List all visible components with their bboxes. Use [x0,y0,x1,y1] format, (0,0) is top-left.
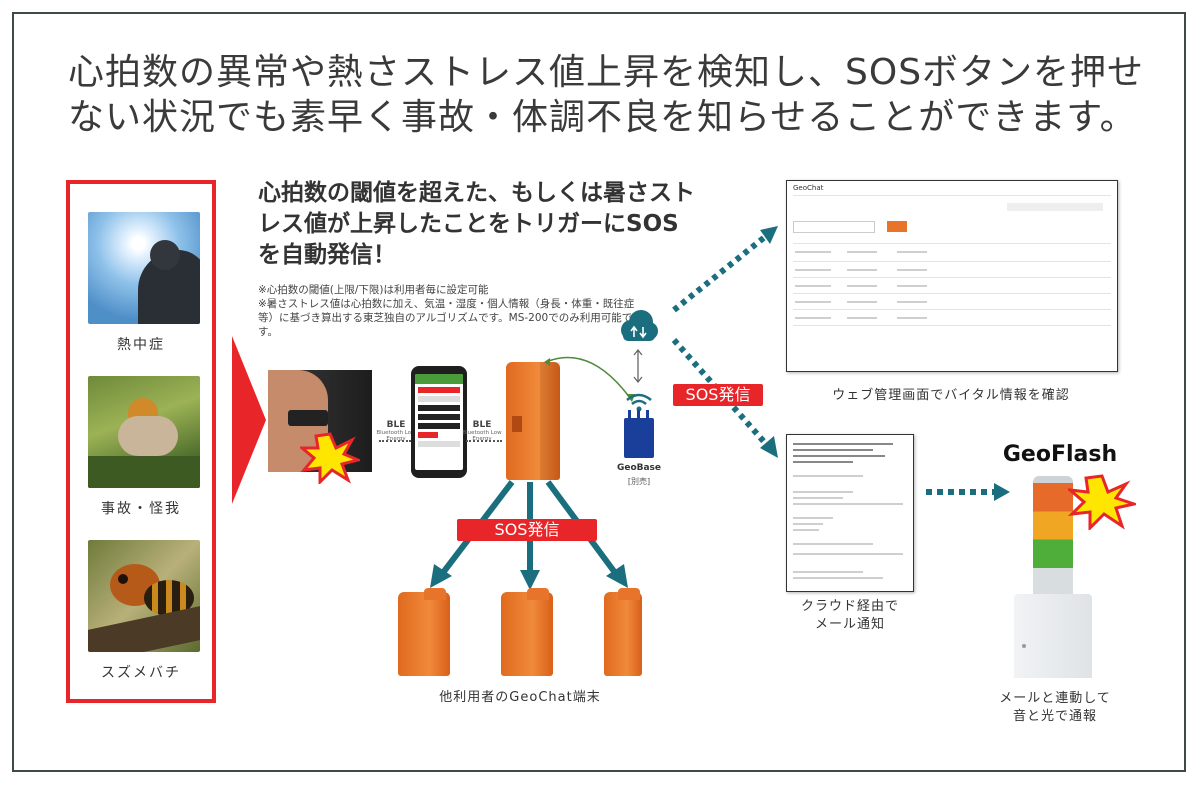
dotted-arrow-to-geoflash-icon [926,483,1010,501]
mail-caption-line: クラウド経由で [800,599,899,614]
heatstroke-photo [88,212,200,324]
alert-burst-icon [1068,474,1136,530]
hornet-photo [88,540,200,652]
geochat-terminal-main [506,362,560,480]
dotted-arrow-to-mail-icon [671,338,778,458]
geoflash-title: GeoFlash [1002,442,1118,467]
geoflash-signal-tower [1033,476,1073,594]
hazard-label: 事故・怪我 [101,501,181,517]
smartphone [411,366,467,478]
ble-subtext: Bluetooth Low Energy [462,430,502,442]
web-app-name: GeoChat [793,184,824,192]
web-header-block [1007,203,1103,211]
sos-badge-cloud: SOS発信 [673,384,763,406]
geobase-sublabel: [別売] [627,477,651,486]
mail-caption-line: メール通知 [814,617,885,632]
ble-dotted-line-icon [379,440,411,442]
dotted-arrow-to-web-icon [672,226,778,313]
red-triangle-arrow-icon [232,336,266,504]
notes: ※心拍数の閾値(上限/下限)は利用者毎に設定可能 ※暑さストレス値は心拍数に加え… [258,283,638,339]
geoflash-caption-line: 音と光で通報 [1012,709,1097,724]
ble-dotted-line-icon [466,440,502,442]
geobase-device [624,410,654,458]
other-terminals-caption: 他利用者のGeoChat端末 [439,690,601,705]
note-line: ※暑さストレス値は心拍数に加え、気温・湿度・個人情報（身長・体重・既往症等）に基… [258,298,635,338]
updown-arrow-icon [633,348,643,384]
cloud-icon [621,310,658,341]
hazard-panel: 熱中症 事故・怪我 スズメバチ [66,180,216,703]
web-search-field [793,221,875,233]
mail-caption: クラウド経由で メール通知 [770,598,930,634]
alert-burst-icon [300,432,360,484]
accident-photo [88,376,200,488]
mail-notification-screenshot [786,434,914,592]
note-line: ※心拍数の閾値(上限/下限)は利用者毎に設定可能 [258,284,489,296]
geobase-label: GeoBase [616,463,662,473]
geochat-terminal [501,588,553,676]
ble-subtext: Bluetooth Low Energy [376,430,416,442]
subhead: 心拍数の閾値を超えた、もしくは暑さストレス値が上昇したことをトリガーにSOSを自… [258,180,695,268]
geoflash-base [1014,594,1092,678]
hazard-label: 熱中症 [117,337,165,353]
ble-text: BLE [386,420,406,430]
headline: 心拍数の異常や熱さストレス値上昇を検知し、SOSボタンを押せない状況でも素早く事… [68,52,1145,138]
web-screen-caption: ウェブ管理画面でバイタル情報を確認 [832,388,1070,403]
geochat-terminal [604,588,642,676]
hazard-label: スズメバチ [101,665,181,681]
geoflash-caption: メールと連動して 音と光で通報 [975,690,1135,726]
geochat-terminal [398,588,450,676]
sos-badge-terminals: SOS発信 [457,519,597,541]
web-management-screenshot: GeoChat [786,180,1118,372]
ble-text: BLE [472,420,492,430]
web-search-button [887,221,907,232]
smartphone-screen [415,374,463,470]
geoflash-caption-line: メールと連動して [999,691,1111,706]
